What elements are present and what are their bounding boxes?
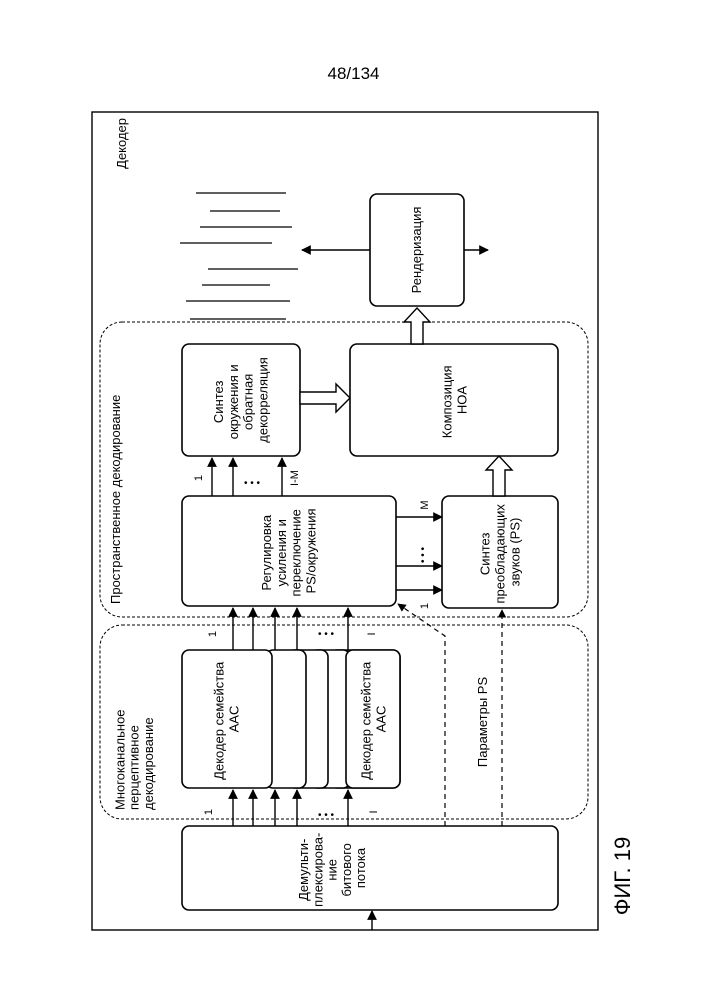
dots-upper: • • • (244, 478, 261, 489)
ps-params-line-to-gain (398, 604, 445, 826)
gain-switch-label: Регулировка усиления и переключение PS/о… (259, 506, 319, 597)
perceptual-group-label: Многоканальное перцептивное декодировани… (112, 706, 156, 810)
speaker-lines (180, 193, 298, 319)
dots-lower: • • • (318, 810, 335, 821)
ps-params-label: Параметры PS (475, 677, 490, 768)
label-M: M (419, 500, 431, 509)
label-1-mid: 1 (207, 631, 219, 637)
label-I-minus-M: I-M (289, 470, 301, 486)
spatial-group-label: Пространственное декодирование (108, 395, 123, 604)
ambient-to-hoa-arrow (300, 384, 350, 412)
rendering-label: Рендеризация (409, 207, 424, 294)
demux-block (182, 826, 558, 910)
label-I-lower: I (368, 810, 380, 813)
label-1-lower: 1 (203, 809, 215, 815)
figure-label: ФИГ. 19 (610, 837, 635, 915)
label-I-mid: I (366, 632, 378, 635)
dots-mid: • • • (318, 629, 335, 640)
ps-to-hoa-arrow (486, 456, 512, 496)
decoder-title: Декодер (114, 118, 129, 169)
hoa-to-render-arrow (404, 308, 430, 344)
label-1-upper: 1 (193, 475, 205, 481)
label-1-right: 1 (419, 603, 431, 609)
gain-to-ambient-arrows (212, 458, 282, 496)
dots-right: • • • (418, 546, 429, 563)
